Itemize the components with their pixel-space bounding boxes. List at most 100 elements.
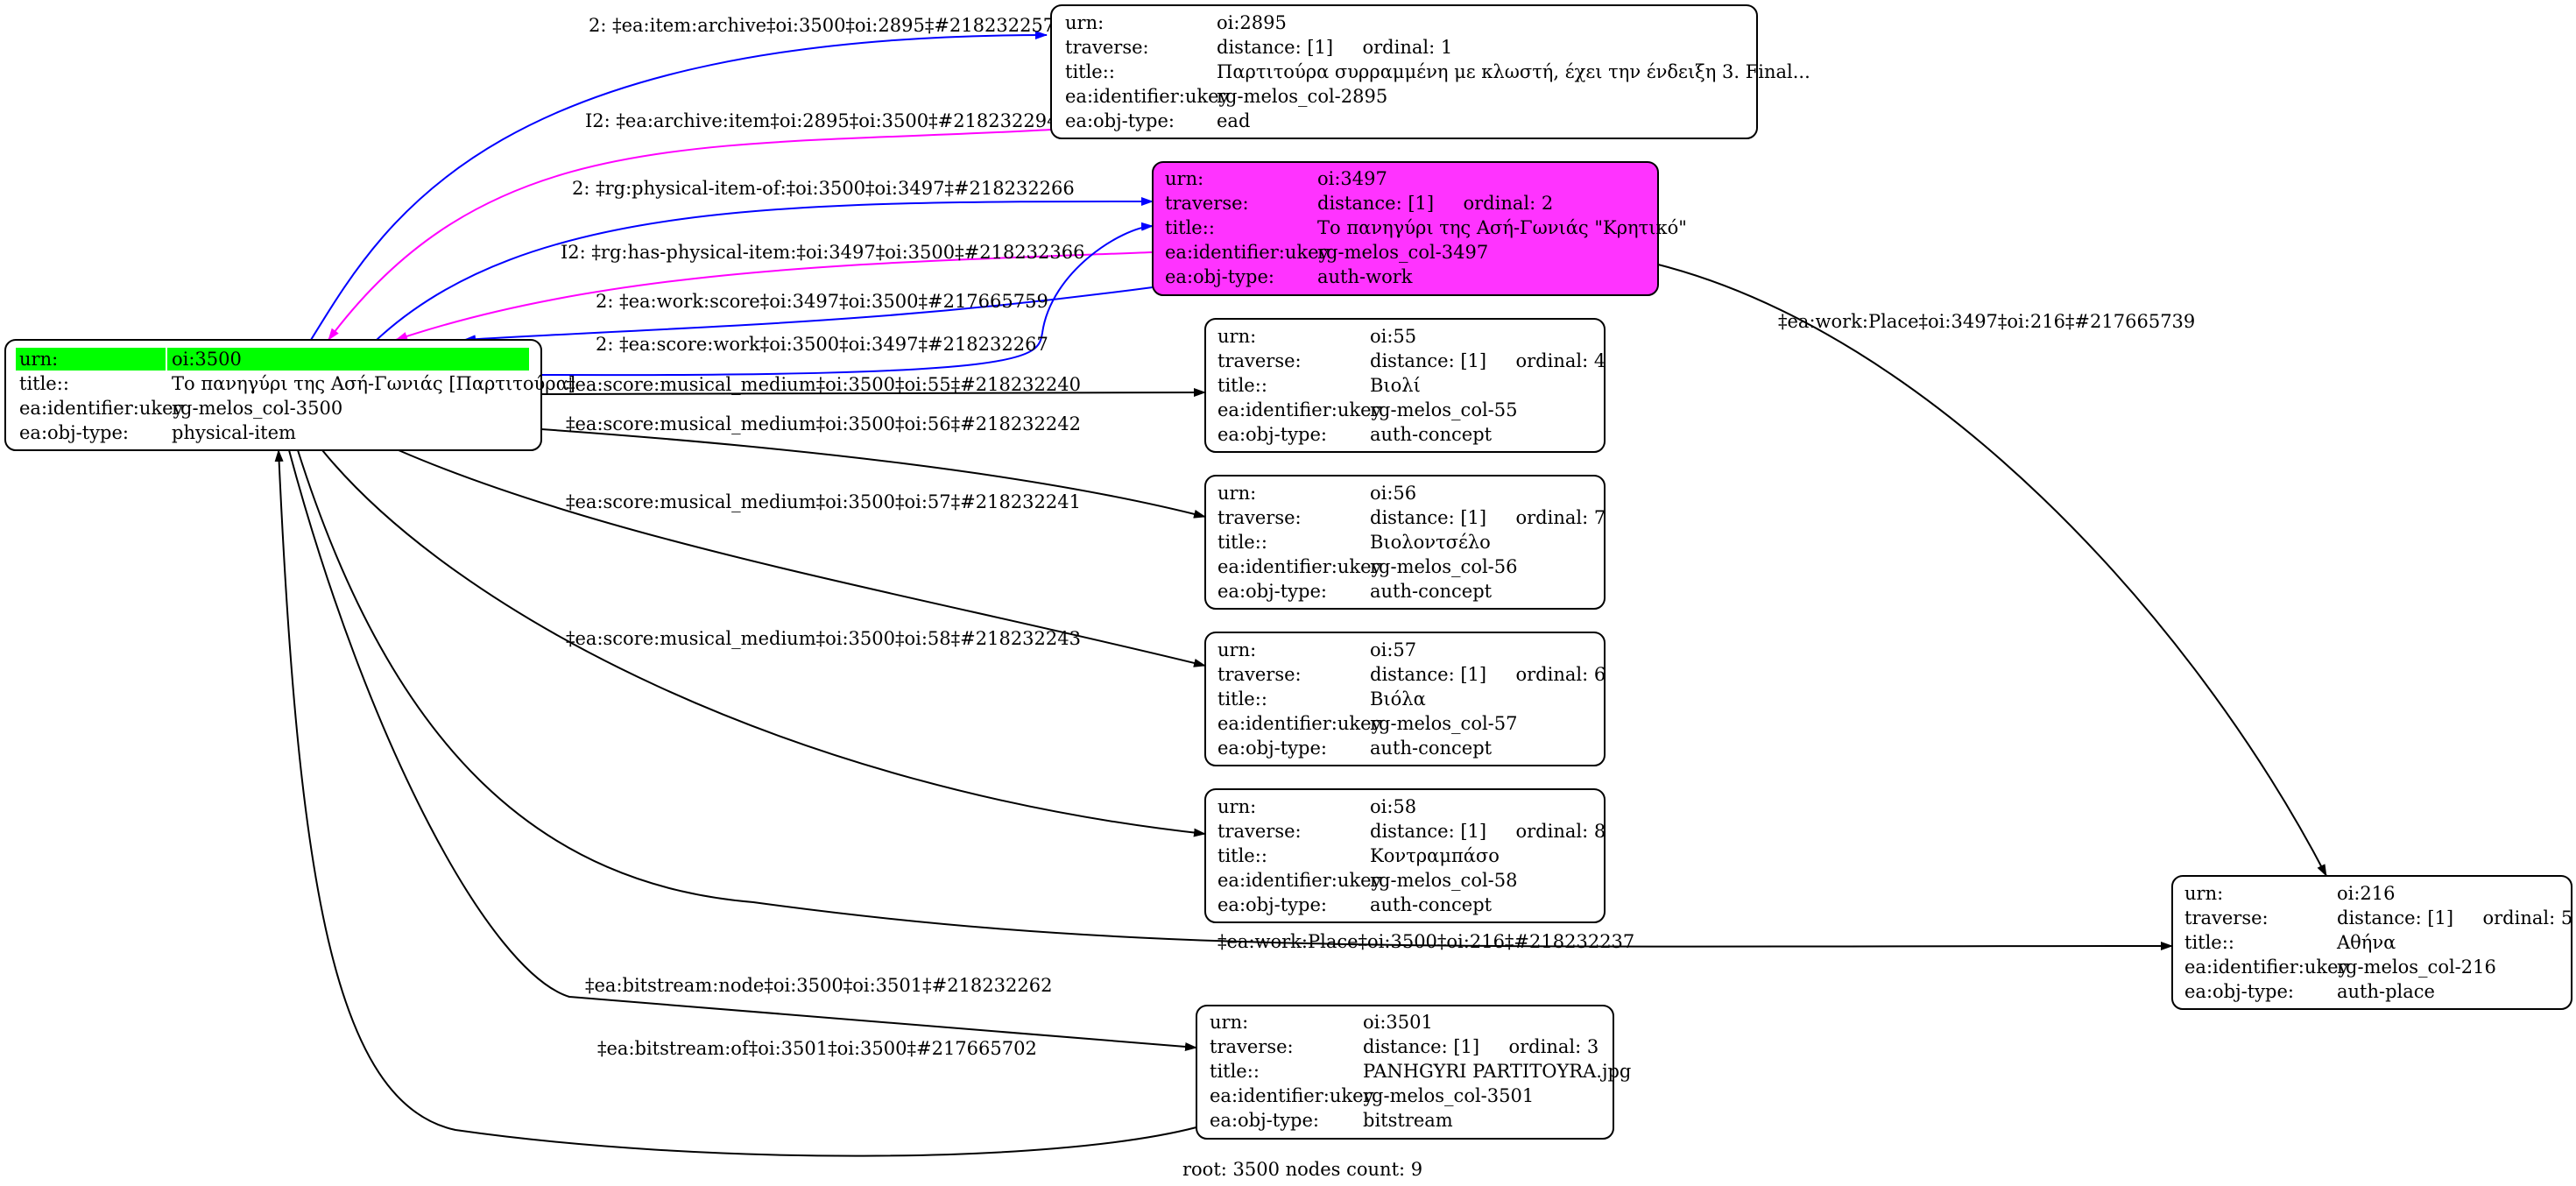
node-value: rg-melos_col-3501 [1363, 1085, 1534, 1106]
node-oi-57[interactable]: urn: oi:57 traverse: distance: [1] ordin… [1204, 632, 1606, 766]
node-key: ea:identifier:ukey [1165, 242, 1330, 263]
node-value: distance: [1] ordinal: 5 [2337, 907, 2572, 928]
node-value: rg-melos_col-3497 [1317, 242, 1488, 263]
node-key: urn: [1165, 168, 1203, 189]
node-key: traverse: [1217, 664, 1302, 685]
node-value: auth-place [2337, 981, 2435, 1002]
edge-work-place-3500 [297, 449, 2173, 951]
node-key: traverse: [1210, 1036, 1294, 1057]
node-value: auth-concept [1370, 581, 1493, 602]
node-key: traverse: [1217, 350, 1302, 371]
node-key: traverse: [2184, 907, 2269, 928]
node-key: ea:obj-type: [2184, 981, 2294, 1002]
node-key: title:: [1217, 375, 1267, 396]
node-key: title:: [1165, 217, 1215, 238]
edge-label-work-score: 2: ‡ea:work:score‡oi:3497‡oi:3500‡#21766… [596, 291, 1048, 312]
node-key: title:: [2184, 932, 2234, 953]
node-value: rg-melos_col-55 [1370, 399, 1518, 420]
node-key: traverse: [1217, 507, 1302, 528]
node-key: urn: [1217, 639, 1256, 660]
node-key: title:: [1210, 1061, 1260, 1082]
edge-physical-item-of [376, 197, 1154, 341]
node-key: traverse: [1065, 37, 1149, 58]
node-key: ea:identifier:ukey [19, 398, 184, 419]
node-value: distance: [1] ordinal: 3 [1363, 1036, 1599, 1057]
node-value: oi:3501 [1363, 1012, 1433, 1033]
edge-has-physical-item [395, 251, 1154, 341]
node-oi-3500[interactable]: urn: oi:3500 title:: Το πανηγύρι της Ασή… [4, 339, 575, 451]
node-key: title:: [1217, 845, 1267, 866]
node-value: PANHGYRI PARTITOYRA.jpg [1363, 1061, 1631, 1082]
edge-label-medium-58: ‡ea:score:musical_medium‡oi:3500‡oi:58‡#… [566, 628, 1081, 649]
node-value: auth-concept [1370, 894, 1493, 915]
node-key: ea:identifier:ukey [1217, 870, 1382, 891]
node-value: distance: [1] ordinal: 6 [1370, 664, 1606, 685]
node-value: rg-melos_col-2895 [1217, 86, 1387, 107]
node-key: ea:obj-type: [1217, 894, 1327, 915]
node-oi-58[interactable]: urn: oi:58 traverse: distance: [1] ordin… [1204, 788, 1606, 923]
node-key: urn: [19, 349, 58, 370]
node-key: urn: [1217, 326, 1256, 347]
node-value: auth-concept [1370, 738, 1493, 759]
edge-labels: 2: ‡ea:item:archive‡oi:3500‡oi:2895‡#218… [561, 15, 2195, 1059]
node-key: urn: [2184, 883, 2223, 904]
edge-label-medium-57: ‡ea:score:musical_medium‡oi:3500‡oi:57‡#… [566, 491, 1081, 512]
node-value: rg-melos_col-56 [1370, 556, 1518, 577]
edge-medium-57 [398, 449, 1206, 667]
node-key: ea:obj-type: [1210, 1110, 1319, 1131]
edge-bitstream-node [288, 449, 1197, 1052]
node-key: traverse: [1217, 821, 1302, 842]
node-key: ea:identifier:ukey [1217, 713, 1382, 734]
node-key: urn: [1217, 483, 1256, 504]
edge-archive-item [328, 129, 1052, 341]
node-oi-3497[interactable]: urn: oi:3497 traverse: distance: [1] ord… [1152, 161, 1687, 296]
edge-label-work-place-3500: ‡ea:work:Place‡oi:3500‡oi:216‡#218232237 [1217, 931, 1634, 952]
node-oi-3501[interactable]: urn: oi:3501 traverse: distance: [1] ord… [1196, 1005, 1631, 1140]
node-value: auth-concept [1370, 424, 1493, 445]
edge-label-bitstream-node: ‡ea:bitstream:node‡oi:3500‡oi:3501‡#2182… [585, 975, 1052, 996]
node-key: ea:identifier:ukey [2184, 957, 2349, 978]
node-oi-55[interactable]: urn: oi:55 traverse: distance: [1] ordin… [1204, 318, 1606, 453]
edge-work-score [463, 286, 1154, 344]
edge-medium-58 [321, 449, 1206, 837]
node-value: Το πανηγύρι της Ασή-Γωνιάς "Κρητικό" [1317, 217, 1687, 238]
node-value: rg-melos_col-57 [1370, 713, 1518, 734]
edge-label-work-place-3497: ‡ea:work:Place‡oi:3497‡oi:216‡#217665739 [1778, 311, 2195, 332]
edge-label-medium-56: ‡ea:score:musical_medium‡oi:3500‡oi:56‡#… [566, 413, 1081, 434]
node-key: title:: [1065, 61, 1115, 82]
node-key: ea:obj-type: [1217, 738, 1327, 759]
node-key: urn: [1065, 12, 1104, 33]
node-value: Βιολί [1370, 375, 1421, 396]
graph-footer: root: 3500 nodes count: 9 [1182, 1159, 1422, 1180]
node-oi-56[interactable]: urn: oi:56 traverse: distance: [1] ordin… [1204, 475, 1606, 610]
node-value: auth-work [1317, 266, 1413, 287]
node-key: ea:obj-type: [19, 422, 129, 443]
node-value: Το πανηγύρι της Ασή-Γωνιάς [Παρτιτούρα] [172, 373, 575, 394]
node-key: ea:identifier:ukey [1065, 86, 1230, 107]
node-key: ea:identifier:ukey [1217, 556, 1382, 577]
node-key: ea:identifier:ukey [1210, 1085, 1374, 1106]
node-key: urn: [1210, 1012, 1248, 1033]
node-key: title:: [1217, 688, 1267, 709]
node-value: distance: [1] ordinal: 1 [1217, 37, 1452, 58]
node-value: rg-melos_col-216 [2337, 957, 2496, 978]
node-key: ea:obj-type: [1217, 581, 1327, 602]
node-value: oi:58 [1370, 796, 1416, 817]
edge-medium-56 [540, 428, 1206, 519]
node-key: ea:obj-type: [1165, 266, 1274, 287]
node-oi-216[interactable]: urn: oi:216 traverse: distance: [1] ordi… [2171, 875, 2572, 1010]
node-value: oi:3500 [172, 349, 242, 370]
node-value: oi:57 [1370, 639, 1416, 660]
node-key: title:: [19, 373, 69, 394]
node-oi-2895[interactable]: urn: oi:2895 traverse: distance: [1] ord… [1050, 4, 1810, 139]
node-key: title:: [1217, 532, 1267, 553]
node-value: oi:3497 [1317, 168, 1387, 189]
edge-medium-55 [540, 388, 1206, 398]
edge-label-score-work: 2: ‡ea:score:work‡oi:3500‡oi:3497‡#21823… [596, 334, 1048, 355]
node-value: Παρτιτούρα συρραμμένη με κλωστή, έχει τη… [1217, 61, 1810, 82]
node-value: Βιολοντσέλο [1370, 532, 1491, 553]
node-key: traverse: [1165, 193, 1249, 214]
node-value: rg-melos_col-58 [1370, 870, 1518, 891]
node-value: Βιόλα [1370, 688, 1426, 709]
